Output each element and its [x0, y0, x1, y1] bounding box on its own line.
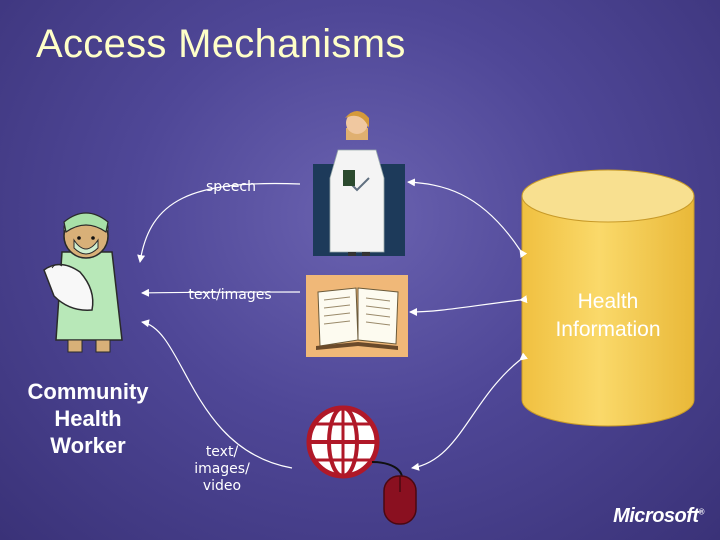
community-health-worker-label: Community Health Worker: [18, 378, 158, 459]
worker-label-line: Worker: [50, 433, 126, 458]
arrow-text-images-worker: [141, 288, 301, 297]
logo-text: Microsoft: [613, 505, 699, 527]
channel-label-line: images/: [194, 461, 250, 477]
logo-mark: ®: [698, 507, 705, 517]
microsoft-logo: Microsoft®: [613, 505, 704, 528]
health-information-label: Health Information: [522, 288, 694, 344]
channel-label-speech: speech: [206, 179, 256, 195]
open-book-icon: [306, 275, 408, 357]
arrow-database-speech: [407, 178, 528, 259]
arrow-database-text-images: [409, 295, 528, 316]
db-label-line: Information: [555, 318, 661, 341]
worker-label-line: Community: [27, 379, 149, 404]
db-label-line: Health: [577, 290, 639, 313]
arrow-video-worker: [141, 319, 293, 469]
channel-label-text-images: text/images: [188, 287, 272, 303]
channel-label-line: text/: [205, 444, 239, 460]
arrow-database-video: [411, 352, 528, 471]
health-worker-icon: [43, 212, 123, 353]
channel-label-line: video: [202, 478, 242, 494]
slide-title: Access Mechanisms: [36, 22, 406, 66]
database-cylinder-icon: [521, 169, 695, 427]
arrow-speech-worker: [137, 182, 301, 263]
doctor-icon: [313, 111, 405, 256]
globe-mouse-icon: [306, 405, 417, 525]
channel-label-text-images-video: text/ images/ video: [186, 444, 258, 495]
worker-label-line: Health: [54, 406, 122, 431]
